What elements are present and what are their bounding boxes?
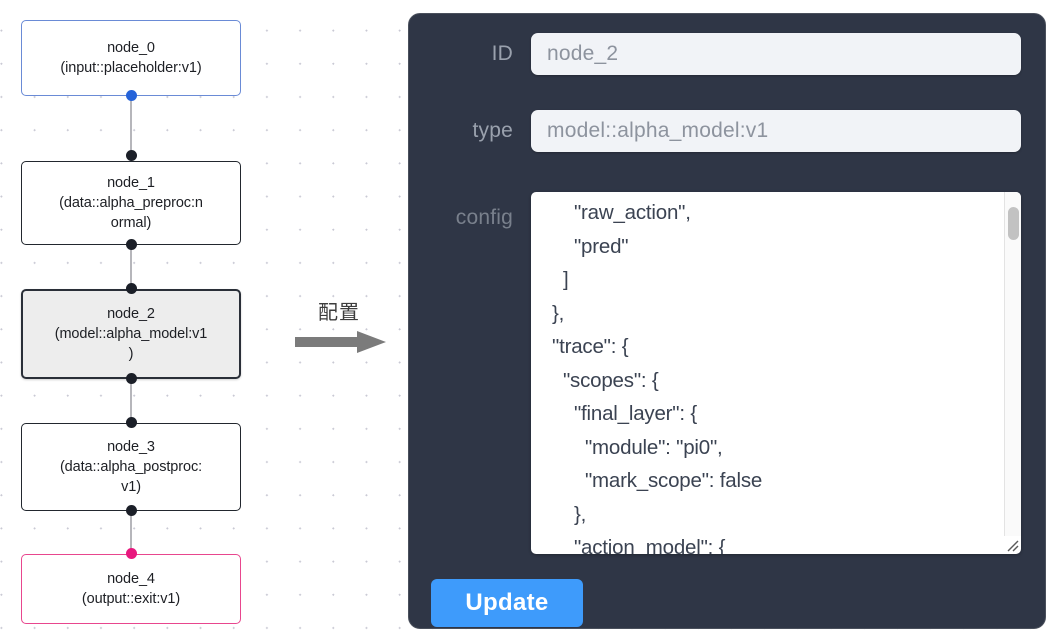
flow-node-label: node_3 (data::alpha_postproc: v1) bbox=[59, 439, 203, 495]
flow-node-label: node_4 (output::exit:v1) bbox=[81, 571, 181, 607]
type-input[interactable] bbox=[531, 110, 1021, 152]
flow-node-node_0[interactable]: node_0 (input::placeholder:v1) bbox=[21, 20, 241, 96]
port-node_1-output[interactable] bbox=[125, 239, 137, 250]
config-scrollbar[interactable] bbox=[1004, 192, 1021, 536]
port-node_2-output[interactable] bbox=[125, 373, 137, 384]
field-row-id: ID bbox=[409, 33, 1045, 75]
edge-node0-node1 bbox=[130, 92, 133, 166]
port-node_2-input[interactable] bbox=[125, 283, 137, 294]
flow-node-node_4[interactable]: node_4 (output::exit:v1) bbox=[21, 554, 241, 624]
field-row-type: type bbox=[409, 110, 1045, 152]
flow-graph: node_0 (input::placeholder:v1) node_1 (d… bbox=[0, 0, 290, 643]
edge-node1-node2 bbox=[130, 241, 133, 293]
port-node_1-input[interactable] bbox=[125, 150, 137, 161]
edge-node3-node4 bbox=[130, 507, 133, 558]
node-config-panel: ID type config "raw_action", "pred" ] },… bbox=[408, 13, 1046, 629]
field-row-config: config "raw_action", "pred" ] }, "trace"… bbox=[409, 192, 1045, 554]
id-input[interactable] bbox=[531, 33, 1021, 75]
config-textarea-wrapper: "raw_action", "pred" ] }, "trace": { "sc… bbox=[531, 192, 1021, 554]
flow-node-label: node_0 (input::placeholder:v1) bbox=[60, 40, 202, 76]
flow-node-label: node_1 (data::alpha_preproc:n ormal) bbox=[59, 175, 203, 231]
edge-node2-node3 bbox=[130, 375, 133, 427]
port-node_0-output[interactable] bbox=[125, 90, 137, 101]
update-button[interactable]: Update bbox=[431, 579, 583, 627]
flow-node-label: node_2 (model::alpha_model:v1 ) bbox=[54, 306, 208, 362]
flow-node-node_2[interactable]: node_2 (model::alpha_model:v1 ) bbox=[21, 289, 241, 379]
flow-node-node_3[interactable]: node_3 (data::alpha_postproc: v1) bbox=[21, 423, 241, 511]
config-arrow-annotation: 配置 bbox=[295, 296, 395, 360]
config-textarea[interactable]: "raw_action", "pred" ] }, "trace": { "sc… bbox=[531, 192, 1005, 554]
type-field-label: type bbox=[472, 119, 513, 142]
config-scrollbar-thumb[interactable] bbox=[1008, 207, 1019, 240]
flow-node-node_1[interactable]: node_1 (data::alpha_preproc:n ormal) bbox=[21, 161, 241, 245]
port-node_3-output[interactable] bbox=[125, 505, 137, 516]
port-node_3-input[interactable] bbox=[125, 417, 137, 428]
id-field-label: ID bbox=[491, 42, 513, 65]
port-node_4-input[interactable] bbox=[125, 548, 137, 559]
resize-handle-icon[interactable] bbox=[1004, 537, 1020, 553]
right-arrow-icon bbox=[295, 330, 387, 359]
config-field-label: config bbox=[455, 206, 513, 229]
config-arrow-label: 配置 bbox=[318, 300, 360, 324]
